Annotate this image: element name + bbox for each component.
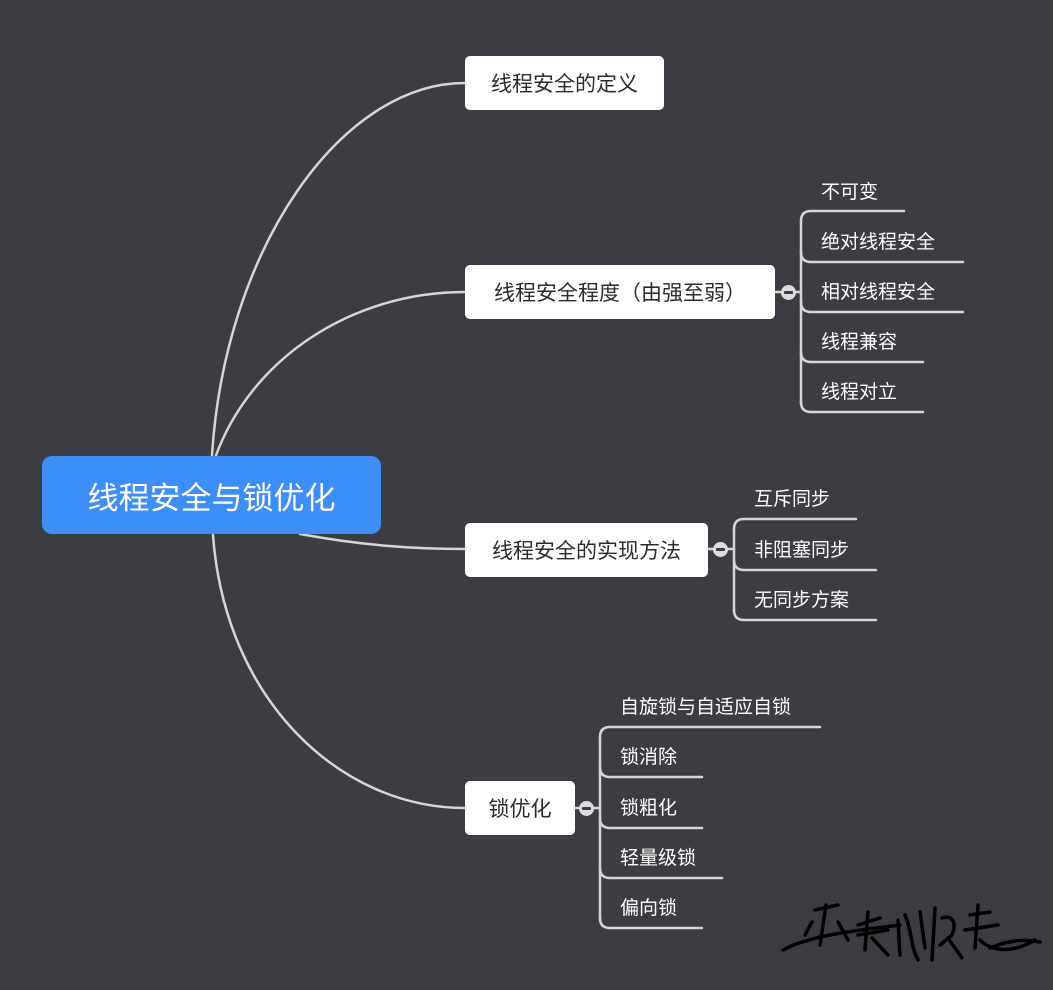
connector-root-branch-3 <box>298 532 467 551</box>
subtopic-lock-elimination[interactable]: 锁消除 <box>620 746 678 768</box>
subtopic-spin-lock[interactable]: 自旋锁与自适应自锁 <box>620 696 792 718</box>
signature-image <box>781 903 1042 962</box>
subtopic-lock-coarsening[interactable]: 锁粗化 <box>620 797 678 819</box>
connector-root-branch-4 <box>211 533 467 810</box>
subtopic-mutex-sync[interactable]: 互斥同步 <box>754 488 831 510</box>
connector-root-branch-1 <box>210 81 467 457</box>
subtopic-non-blocking-sync[interactable]: 非阻塞同步 <box>754 539 850 561</box>
subtopic-absolute-thread-safe[interactable]: 绝对线程安全 <box>821 231 936 253</box>
subtopic-no-sync[interactable]: 无同步方案 <box>754 589 850 611</box>
root-topic[interactable]: 线程安全与锁优化 <box>42 456 381 534</box>
topic-thread-safety-definition[interactable]: 线程安全的定义 <box>465 56 664 110</box>
subtopic-lightweight-lock[interactable]: 轻量级锁 <box>620 847 697 869</box>
topic-thread-safety-levels[interactable]: 线程安全程度（由强至弱） <box>465 265 775 319</box>
topic-lock-optimization[interactable]: 锁优化 <box>465 781 575 835</box>
subtopic-thread-compatible[interactable]: 线程兼容 <box>821 331 898 353</box>
minus-circle-icon[interactable] <box>713 542 728 557</box>
minus-circle-icon[interactable] <box>579 801 594 816</box>
minus-circle-icon[interactable] <box>781 285 796 300</box>
subtopic-relative-thread-safe[interactable]: 相对线程安全 <box>821 281 936 303</box>
subtopic-thread-hostile[interactable]: 线程对立 <box>821 381 898 403</box>
connector-root-branch-2 <box>213 290 467 460</box>
topic-thread-safety-implementation[interactable]: 线程安全的实现方法 <box>465 523 708 577</box>
subtopic-immutable[interactable]: 不可变 <box>821 181 879 203</box>
subtopic-biased-lock[interactable]: 偏向锁 <box>620 897 678 919</box>
